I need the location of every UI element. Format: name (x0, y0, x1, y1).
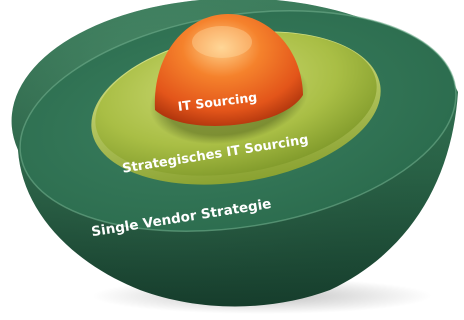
inner-dome (154, 14, 303, 126)
inner-dome-highlight (192, 26, 252, 58)
inner-layer (154, 14, 303, 126)
